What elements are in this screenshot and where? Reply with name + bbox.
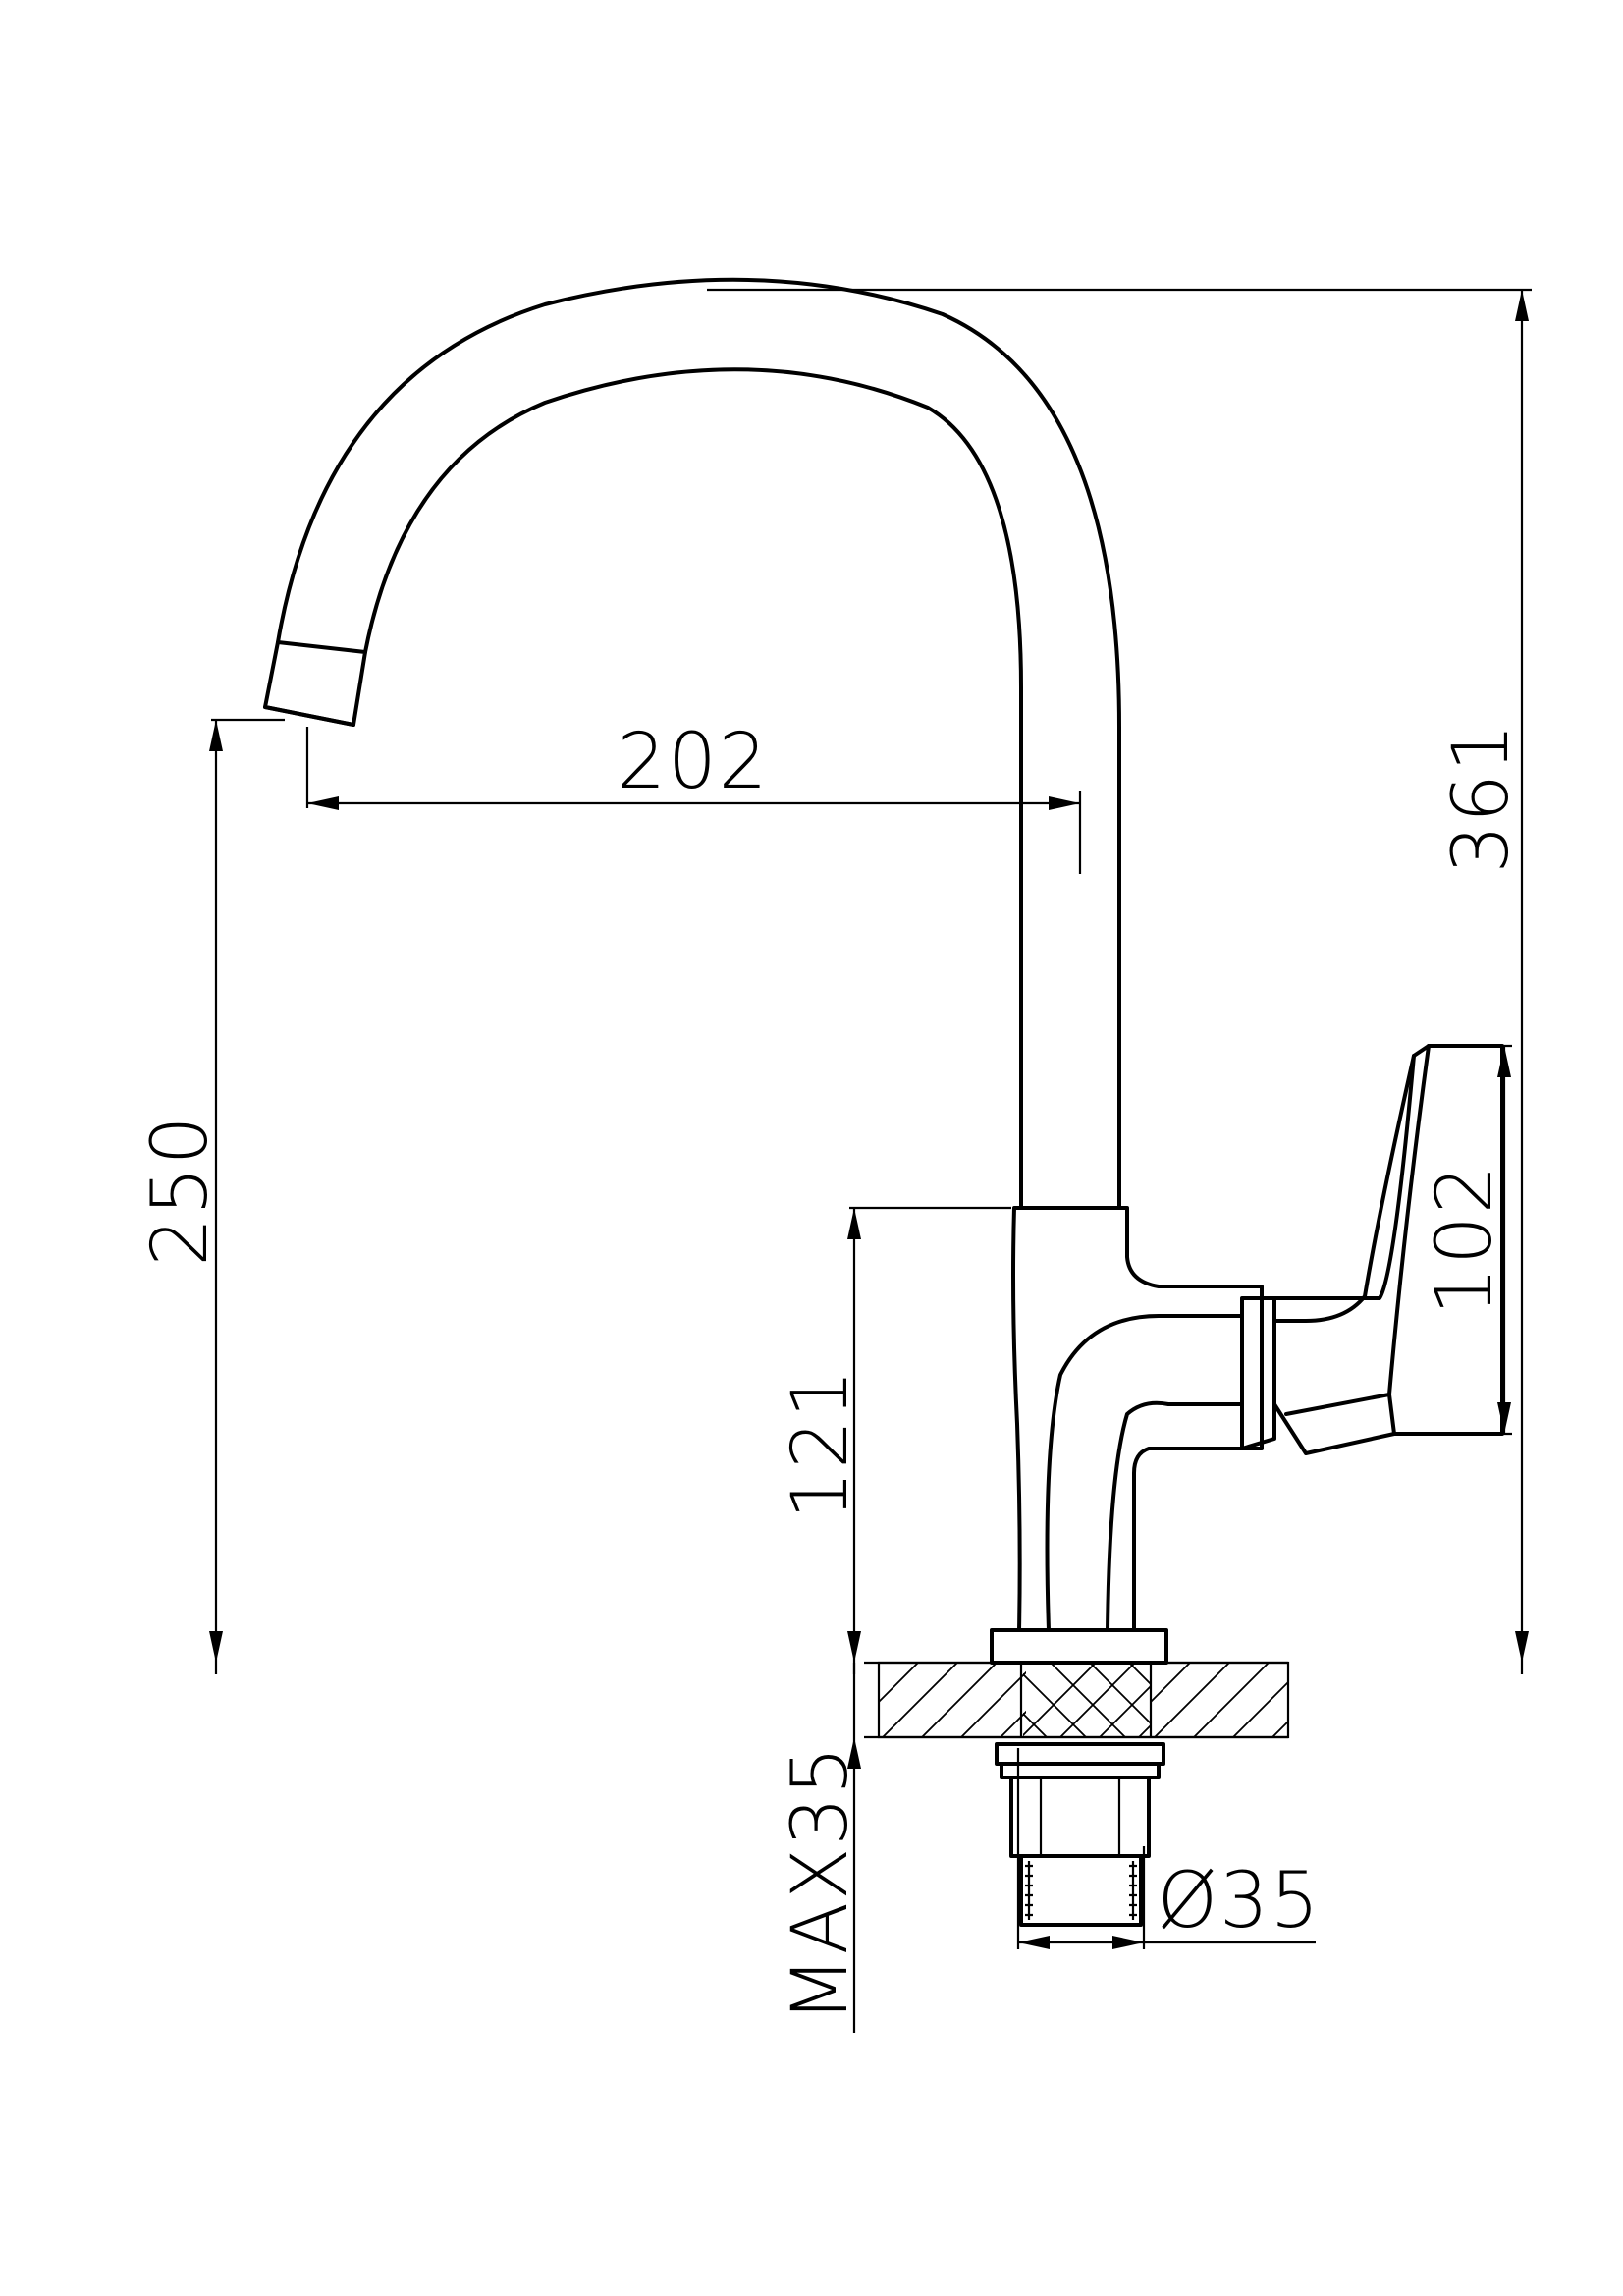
- faucet-body: [1011, 1206, 1264, 1632]
- dimension-handle-height: 102: [1394, 1044, 1512, 1436]
- countertop-section: [864, 1661, 1290, 1739]
- dimension-total-height: 361: [707, 288, 1532, 1674]
- max-counter-thickness-label: MAX35: [777, 1744, 865, 2022]
- dimension-spout-outlet-height: 250: [136, 718, 285, 1674]
- mounting-hardware: [995, 1742, 1165, 1927]
- total-height-label: 361: [1437, 722, 1526, 874]
- dimension-body-height: 121: [777, 1206, 1011, 1674]
- threaded-shank: [1019, 1854, 1143, 1927]
- dimension-mounting-hole-diameter: Ø35: [1016, 1748, 1322, 1949]
- aerator-nozzle: [263, 640, 367, 727]
- handle-height-label: 102: [1421, 1164, 1509, 1316]
- hex-nut: [1009, 1776, 1151, 1858]
- mounting-hole-diameter-label: Ø35: [1158, 1857, 1322, 1945]
- base-flange: [990, 1628, 1168, 1665]
- spout-outlet-height-label: 250: [136, 1115, 225, 1267]
- lever-handle: [1272, 1044, 1504, 1455]
- cartridge-collar: [1240, 1296, 1276, 1450]
- dimension-spout-reach: 202: [305, 718, 1082, 874]
- faucet-outline: [263, 277, 1504, 1665]
- spout-outer: [276, 277, 1121, 1210]
- spout-reach-label: 202: [618, 718, 770, 806]
- spout-inner: [363, 367, 1023, 1210]
- dimension-max-counter-thickness: MAX35: [777, 1663, 865, 2033]
- body-height-label: 121: [777, 1368, 865, 1520]
